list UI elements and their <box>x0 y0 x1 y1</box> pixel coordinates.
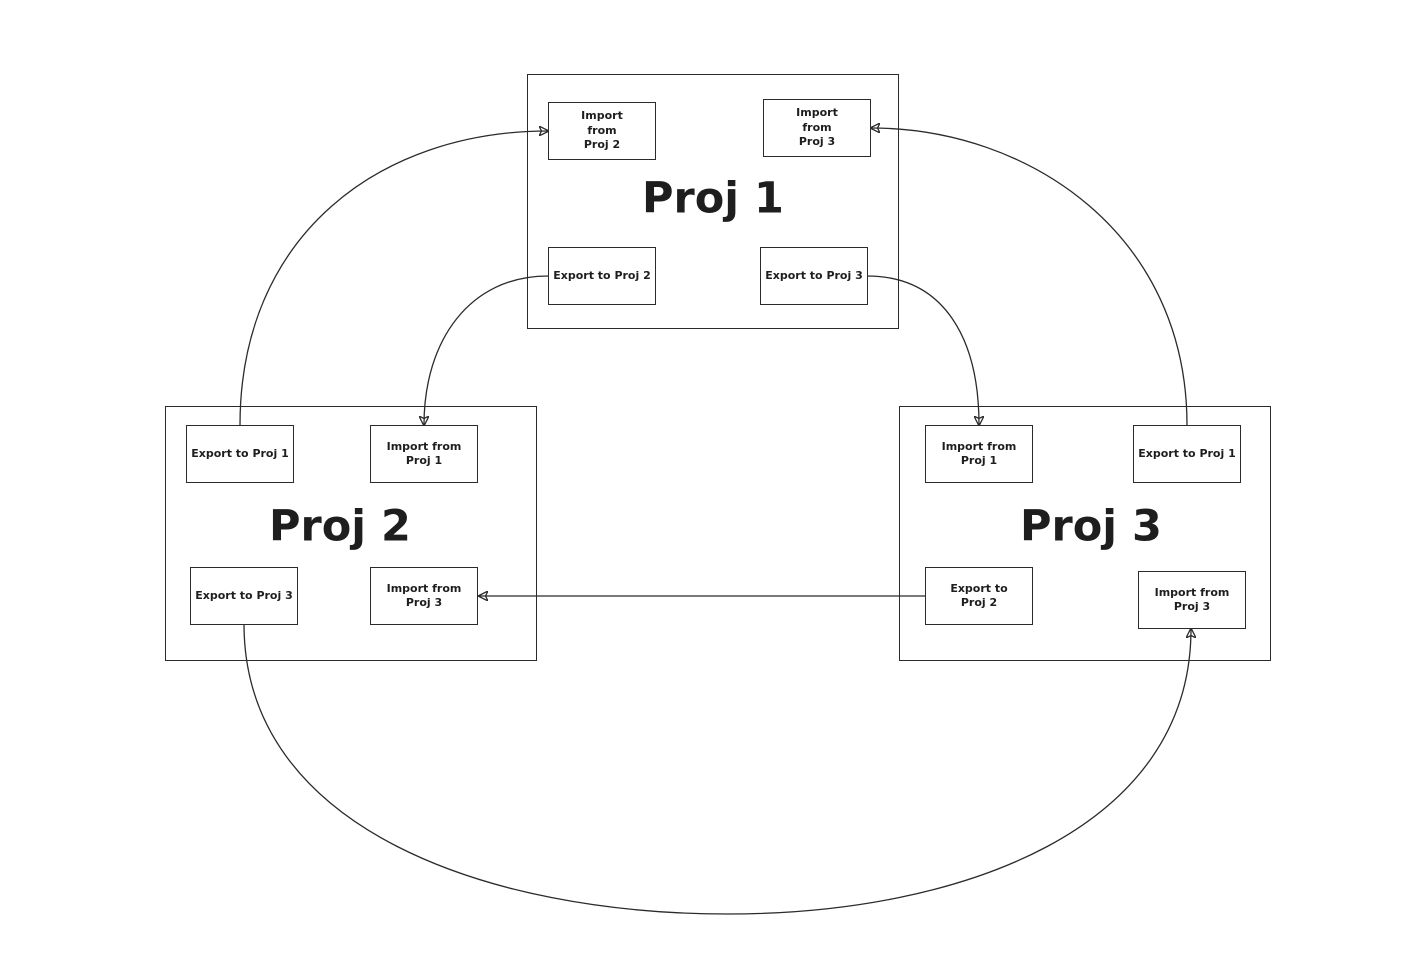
connector-proj3-to-proj1 <box>871 128 1188 426</box>
node-label: Import from Proj 3 <box>386 581 462 610</box>
proj3-export-to-proj1[interactable]: Export to Proj 1 <box>1133 425 1241 483</box>
node-label: Export to Proj 2 <box>950 581 1008 610</box>
node-label: Import from Proj 3 <box>796 106 838 149</box>
node-label: Export to Proj 1 <box>191 446 289 460</box>
connector-proj2-to-proj1 <box>239 131 548 426</box>
proj3-import-from-proj1[interactable]: Import from Proj 1 <box>925 425 1033 483</box>
project-1-container <box>527 74 899 329</box>
proj2-export-to-proj3[interactable]: Export to Proj 3 <box>190 567 298 625</box>
node-label: Export to Proj 3 <box>195 588 293 602</box>
node-label: Import from Proj 1 <box>386 439 462 468</box>
project-2-container <box>165 406 537 661</box>
node-label: Export to Proj 1 <box>1138 446 1236 460</box>
node-label: Export to Proj 2 <box>553 268 651 282</box>
proj1-export-to-proj2[interactable]: Export to Proj 2 <box>548 247 656 305</box>
proj2-import-from-proj3[interactable]: Import from Proj 3 <box>370 567 478 625</box>
node-label: Export to Proj 3 <box>765 268 863 282</box>
project-1-title: Proj 1 <box>642 173 784 224</box>
project-2-title: Proj 2 <box>269 501 411 552</box>
node-label: Import from Proj 2 <box>581 109 623 152</box>
node-label: Import from Proj 3 <box>1154 585 1230 614</box>
proj2-export-to-proj1[interactable]: Export to Proj 1 <box>186 425 294 483</box>
proj3-import-from-proj3[interactable]: Import from Proj 3 <box>1138 571 1246 629</box>
proj1-export-to-proj3[interactable]: Export to Proj 3 <box>760 247 868 305</box>
node-label: Import from Proj 1 <box>941 439 1017 468</box>
proj2-import-from-proj1[interactable]: Import from Proj 1 <box>370 425 478 483</box>
project-3-title: Proj 3 <box>1020 501 1162 552</box>
proj1-import-from-proj3[interactable]: Import from Proj 3 <box>763 99 871 157</box>
connector-proj2-to-proj3 <box>243 623 1191 915</box>
proj3-export-to-proj2[interactable]: Export to Proj 2 <box>925 567 1033 625</box>
project-3-container <box>899 406 1271 661</box>
proj1-import-from-proj2[interactable]: Import from Proj 2 <box>548 102 656 160</box>
